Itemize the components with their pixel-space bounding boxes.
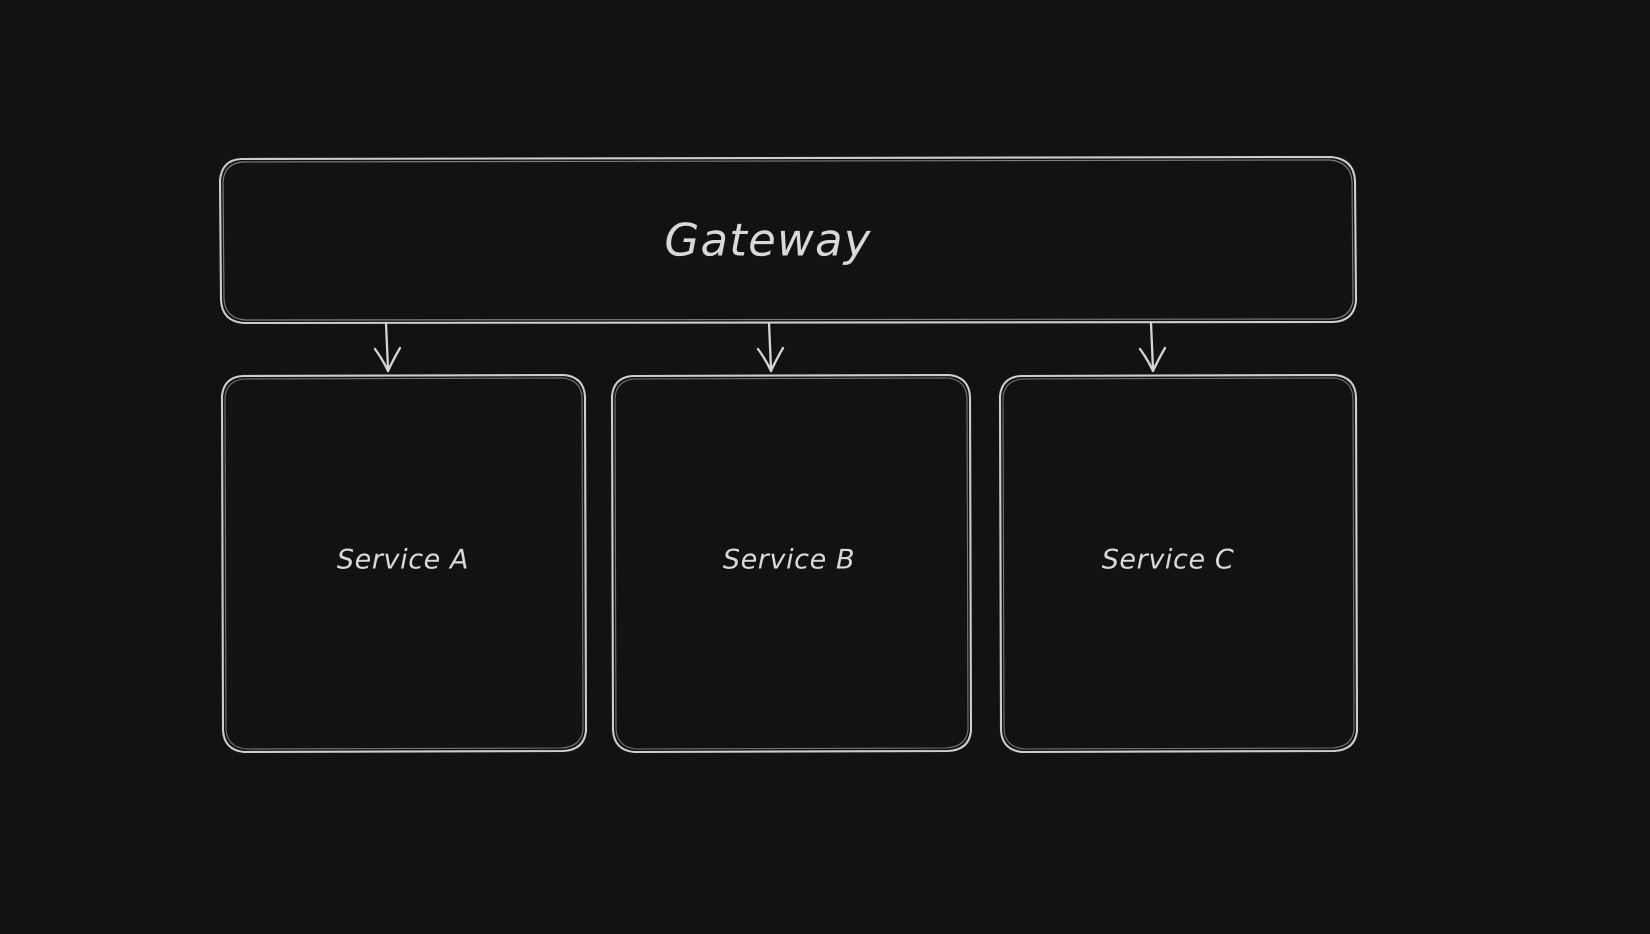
node-label-service-a: Service A	[336, 544, 470, 576]
node-shape-service-a[interactable]	[220, 373, 588, 754]
node-label-service-b: Service B	[722, 544, 856, 576]
node-label-gateway: Gateway	[664, 213, 872, 267]
node-shape-service-b[interactable]	[610, 373, 973, 754]
node-shape-gateway[interactable]	[218, 155, 1358, 325]
node-label-service-c: Service C	[1101, 544, 1235, 576]
edge-gateway-to-service-b[interactable]	[756, 321, 785, 373]
edge-gateway-to-service-a[interactable]	[373, 321, 402, 373]
edge-gateway-to-service-c[interactable]	[1138, 321, 1167, 373]
node-shape-service-c[interactable]	[998, 373, 1359, 754]
